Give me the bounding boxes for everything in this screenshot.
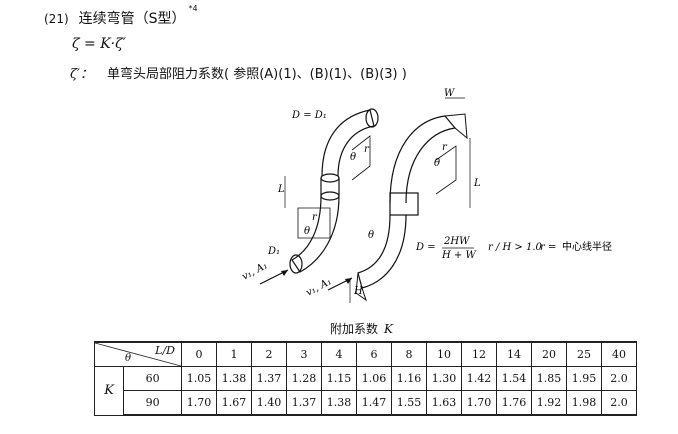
label-theta-top: θ [350, 152, 356, 163]
table-cell: 1.38 [321, 390, 357, 416]
label-l-right: L [473, 178, 481, 189]
header-ld: L/D [155, 344, 175, 357]
label-v1a1-left: v₁, A₁ [240, 260, 269, 283]
label-r-rect: r [442, 142, 448, 153]
label-v1a1-right: v₁, A₁ [304, 276, 333, 299]
table-cell: 1.28 [286, 366, 322, 391]
table-header-row: L/D θ 0 1 2 3 4 6 8 10 12 14 20 25 40 [94, 341, 637, 367]
table-row: K 60 1.05 1.38 1.37 1.28 1.15 1.06 1.16 … [93, 366, 637, 416]
k-coefficient-table: L/D θ 0 1 2 3 4 6 8 10 12 14 20 25 40 K … [93, 341, 637, 416]
col-header: 0 [181, 341, 217, 367]
table-cell: 1.15 [321, 366, 357, 391]
corner-cell: L/D θ [94, 341, 182, 367]
zeta-definition-text: 单弯头局部阻力系数( 参照(A)(1)、(B)(1)、(B)(3) ) [107, 67, 407, 82]
table-cell: 1.98 [566, 390, 602, 416]
label-d1: D₁ [267, 246, 280, 257]
row-theta: 60 [123, 366, 182, 391]
row-label-k: K [93, 366, 125, 416]
round-duct-joint-upper [320, 173, 340, 183]
table-cell: 1.42 [461, 366, 497, 391]
label-round-duct: D = D₁ [291, 110, 327, 121]
label-fraction-denominator: H + W [441, 250, 476, 261]
col-header: 4 [321, 341, 357, 367]
table-cell: 2.0 [601, 366, 637, 391]
col-header: 6 [356, 341, 392, 367]
label-r-definition-prefix: r = [540, 242, 556, 253]
col-header: 14 [496, 341, 532, 367]
table-cell: 1.40 [251, 390, 287, 416]
col-header: 20 [531, 341, 567, 367]
table-cell: 1.30 [426, 366, 462, 391]
table-cell: 1.38 [216, 366, 252, 391]
table-cell: 1.76 [496, 390, 532, 416]
col-header: 2 [251, 341, 287, 367]
table-cell: 2.0 [601, 390, 637, 416]
label-theta-bottom: θ [304, 226, 310, 237]
table-cell: 1.63 [426, 390, 462, 416]
col-header: 10 [426, 341, 462, 367]
label-fraction-numerator: 2HW [443, 236, 470, 247]
col-header: 40 [601, 341, 637, 367]
table-caption: 附加系数 K [330, 320, 393, 337]
table-caption-symbol: K [384, 322, 393, 336]
zeta-definition: ζ′： 单弯头局部阻力系数( 参照(A)(1)、(B)(1)、(B)(3) ) [70, 63, 407, 82]
round-duct-inlet [289, 254, 303, 274]
rect-duct-lower-bend [357, 214, 407, 289]
section-number: (21) [44, 12, 69, 26]
label-h: H [353, 286, 363, 297]
col-header: 12 [461, 341, 497, 367]
table-cell: 1.85 [531, 366, 567, 391]
col-header: 25 [566, 341, 602, 367]
footnote-marker: *4 [188, 4, 198, 14]
table-cell: 1.70 [181, 390, 217, 416]
label-r-bottom: r [312, 212, 318, 223]
label-theta-rect-bottom: θ [368, 230, 374, 241]
table-cell: 1.37 [251, 366, 287, 391]
col-header: 1 [216, 341, 252, 367]
table-cell: 1.67 [216, 390, 252, 416]
table-cell: 1.37 [286, 390, 322, 416]
rect-duct-upper-bend [389, 115, 457, 204]
table-cell: 1.47 [356, 390, 392, 416]
table-cell: 1.16 [391, 366, 427, 391]
zeta-symbol: ζ′： [70, 67, 93, 82]
round-duct-top-opening [365, 108, 379, 128]
s-bend-diagram: D = D₁ r θ L r θ D₁ v₁, A₁ W r θ L θ v₁,… [240, 88, 612, 303]
section-heading: (21) 连续弯管（S型）*4 [44, 4, 198, 28]
label-r-definition: 中心线半径 [562, 240, 612, 253]
label-r-top: r [364, 144, 370, 155]
label-theta-rect-top: θ [434, 158, 440, 169]
table-cell: 1.95 [566, 366, 602, 391]
header-theta: θ [125, 353, 132, 364]
label-d-equivalent: D = [415, 242, 436, 253]
table-cell: 1.05 [181, 366, 217, 391]
round-duct-lower-bend [291, 195, 340, 273]
round-duct-joint-lower [320, 191, 340, 201]
table-cell: 1.54 [496, 366, 532, 391]
col-header: 3 [286, 341, 322, 367]
table-cell: 1.55 [391, 390, 427, 416]
table-cell: 1.70 [461, 390, 497, 416]
table-cell: 1.92 [531, 390, 567, 416]
section-title: 连续弯管（S型） [78, 11, 186, 27]
table-caption-text: 附加系数 [330, 322, 379, 336]
row-theta: 90 [123, 390, 182, 416]
table-cell: 1.06 [356, 366, 392, 391]
label-l-left: L [277, 184, 285, 195]
rect-duct-middle-box [389, 192, 419, 216]
formula: ζ = K·ζ′ [72, 36, 126, 52]
col-header: 8 [391, 341, 427, 367]
label-w: W [444, 88, 455, 99]
label-condition: r / H > 1.0 [488, 242, 543, 253]
table-row: 90 1.70 1.67 1.40 1.37 1.38 1.47 1.55 1.… [95, 390, 637, 416]
